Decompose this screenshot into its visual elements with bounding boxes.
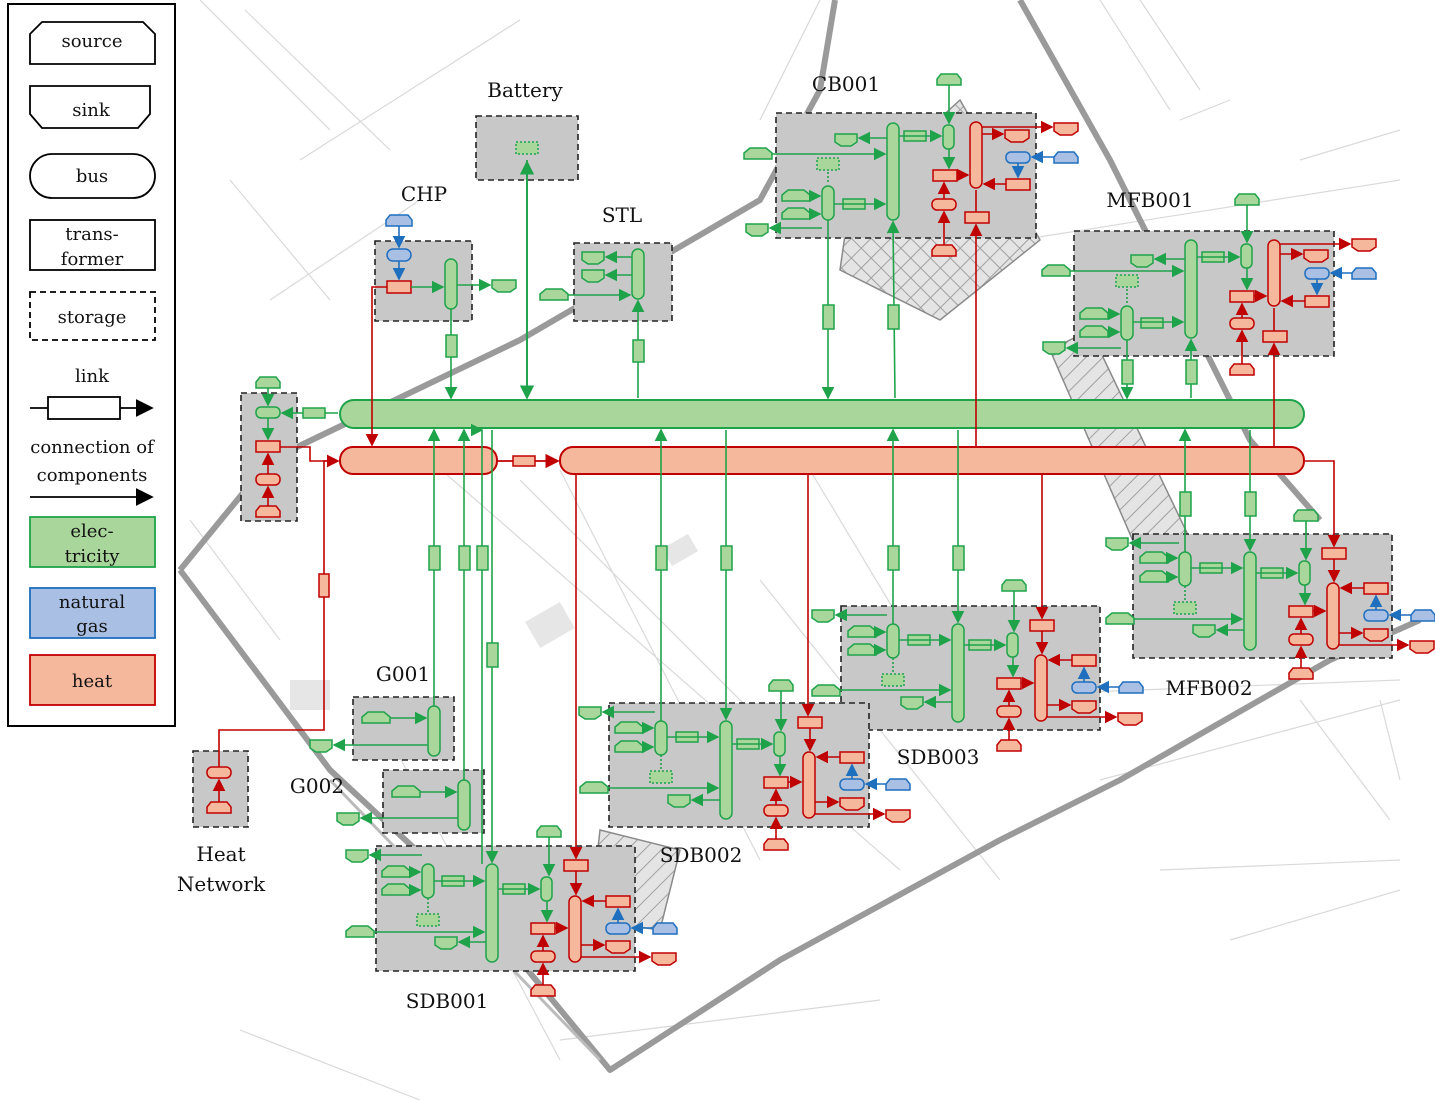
legend-electricity-label-2: tricity	[65, 546, 121, 567]
legend-sink-label: sink	[72, 100, 111, 121]
chp-sink	[491, 279, 517, 293]
heat-network-bus-main	[559, 446, 1305, 475]
heat-network-bus-west	[339, 446, 498, 475]
sdb002-components	[578, 679, 911, 851]
sdb003-components	[811, 579, 1144, 752]
label-stl: STL	[602, 203, 642, 227]
legend-bus-label: bus	[76, 166, 108, 187]
legend-transformer-shape	[29, 219, 156, 271]
chp-gas-bus	[386, 248, 412, 262]
heat-network-subsystem	[192, 750, 249, 828]
label-chp: CHP	[401, 182, 447, 206]
legend-link-label: link	[75, 366, 110, 387]
legend-electricity-swatch	[29, 516, 156, 568]
legend-electricity-label-1: elec-	[70, 521, 113, 542]
cb001-components	[743, 73, 1079, 257]
legend-transformer-label-1: trans-	[65, 224, 118, 245]
mfb002-components	[1105, 509, 1435, 680]
legend-natural-gas-swatch	[29, 587, 156, 639]
legend-storage-label: storage	[58, 307, 127, 328]
label-g002: G002	[290, 774, 344, 798]
stl-bus	[631, 248, 645, 300]
battery-storage	[515, 141, 539, 155]
legend: source sink bus trans- former storage li…	[7, 3, 176, 727]
legend-sink-shape	[29, 85, 151, 129]
legend-storage-shape	[29, 291, 156, 341]
chp-gas-source	[385, 214, 413, 227]
chp-transformer	[386, 280, 412, 294]
legend-natural-gas-label-2: gas	[76, 616, 108, 637]
heat-bus-link	[512, 455, 536, 467]
legend-link-box	[47, 396, 121, 420]
sdb001-subsystem	[375, 845, 636, 972]
legend-source-shape	[29, 21, 156, 65]
legend-natural-gas-label-1: natural	[59, 592, 125, 613]
label-heat-network-2: Network	[177, 872, 266, 896]
label-sdb002: SDB002	[660, 843, 743, 867]
label-heat-network-1: Heat	[196, 842, 245, 866]
mfb001-components	[1041, 193, 1377, 376]
legend-heat-swatch	[29, 654, 156, 706]
label-sdb001: SDB001	[406, 989, 489, 1013]
label-battery: Battery	[487, 78, 563, 102]
legend-connection-label-1: connection of	[30, 437, 155, 458]
mfb002-subsystem	[1132, 533, 1393, 659]
electricity-main-bus	[339, 399, 1305, 429]
legend-source-label: source	[61, 31, 122, 52]
label-cb001: CB001	[812, 72, 880, 96]
label-sdb003: SDB003	[897, 745, 980, 769]
sdb002-subsystem	[608, 702, 870, 828]
sdb003-subsystem	[840, 605, 1101, 731]
legend-bus-shape	[29, 153, 156, 199]
legend-transformer-label-2: former	[61, 249, 124, 270]
label-g001: G001	[376, 662, 430, 686]
label-mfb001: MFB001	[1106, 188, 1193, 212]
sdb001-components	[345, 825, 678, 997]
mfb001-subsystem	[1073, 230, 1335, 357]
chp-electricity-bus	[444, 258, 458, 310]
label-mfb002: MFB002	[1165, 676, 1252, 700]
legend-heat-label: heat	[72, 671, 113, 692]
legend-connection-label-2: components	[37, 465, 148, 486]
